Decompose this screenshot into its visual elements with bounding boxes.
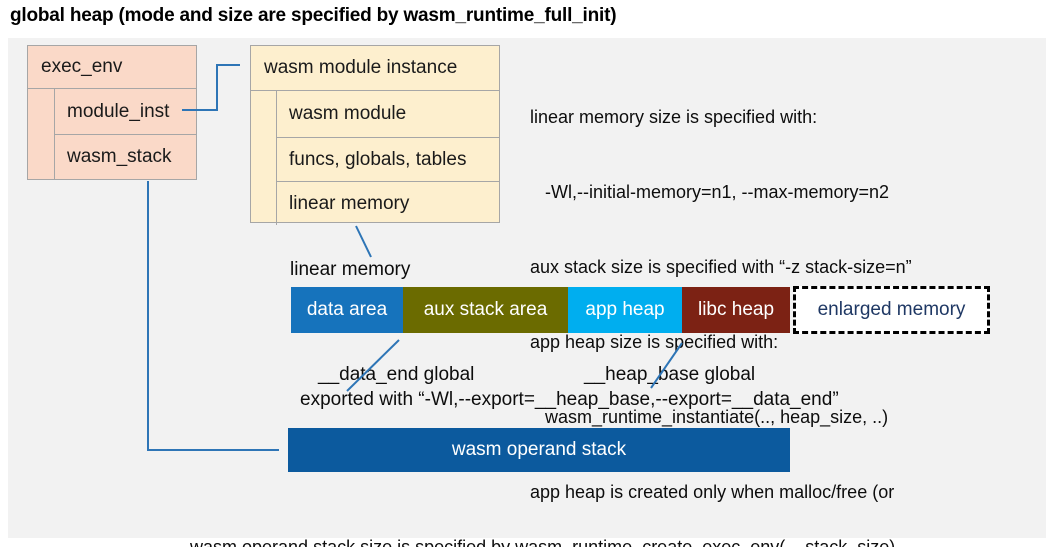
note-line: -Wl,--initial-memory=n1, --max-memory=n2 <box>530 182 890 202</box>
wasm-module-instance-header: wasm module instance <box>251 46 499 91</box>
note-line: aux stack size is specified with “-z sta… <box>530 257 912 277</box>
wasm-module-instance-box: wasm module instance wasm module funcs, … <box>250 45 500 225</box>
wasm-operand-stack-box: wasm operand stack <box>288 428 790 472</box>
linear-memory-label: linear memory <box>290 259 411 280</box>
exported-with-label: exported with “-Wl,--export=__heap_base,… <box>300 389 839 410</box>
operand-stack-notes: wasm operand stack size is specified by … <box>190 482 895 547</box>
segment-libc-heap: libc heap <box>682 287 790 333</box>
wasm-module-instance-rows: wasm module funcs, globals, tables linea… <box>276 91 499 225</box>
segment-enlarged-memory: enlarged memory <box>793 286 990 334</box>
exec-env-rows: module_inst wasm_stack <box>54 89 196 179</box>
note-line: linear memory size is specified with: <box>530 107 818 127</box>
row-wasm-module: wasm module <box>289 103 407 124</box>
row-funcs-globals-tables: funcs, globals, tables <box>277 137 499 181</box>
note-line: wasm_runtime_instantiate(.., heap_size, … <box>530 407 889 427</box>
row-linear-memory: linear memory <box>277 181 499 225</box>
page-title: global heap (mode and size are specified… <box>10 5 617 26</box>
exec-env-row-wasm-stack: wasm_stack <box>55 134 196 179</box>
exec-env-row-module-inst: module_inst <box>67 100 170 122</box>
note-line: app heap size is specified with: <box>530 332 779 352</box>
segment-aux-stack-area: aux stack area <box>403 287 568 333</box>
data-end-global-label: __data_end global <box>318 364 475 385</box>
note-line: wasm operand stack size is specified by … <box>190 537 896 547</box>
exec-env-box: exec_env module_inst wasm_stack <box>27 45 197 180</box>
linear-memory-notes: linear memory size is specified with: -W… <box>530 55 912 547</box>
segment-app-heap: app heap <box>568 287 682 333</box>
exec-env-header: exec_env <box>28 46 196 89</box>
segment-data-area: data area <box>291 287 403 333</box>
note-line: app heap is created only when malloc/fre… <box>530 482 895 502</box>
heap-base-global-label: __heap_base global <box>584 364 756 385</box>
